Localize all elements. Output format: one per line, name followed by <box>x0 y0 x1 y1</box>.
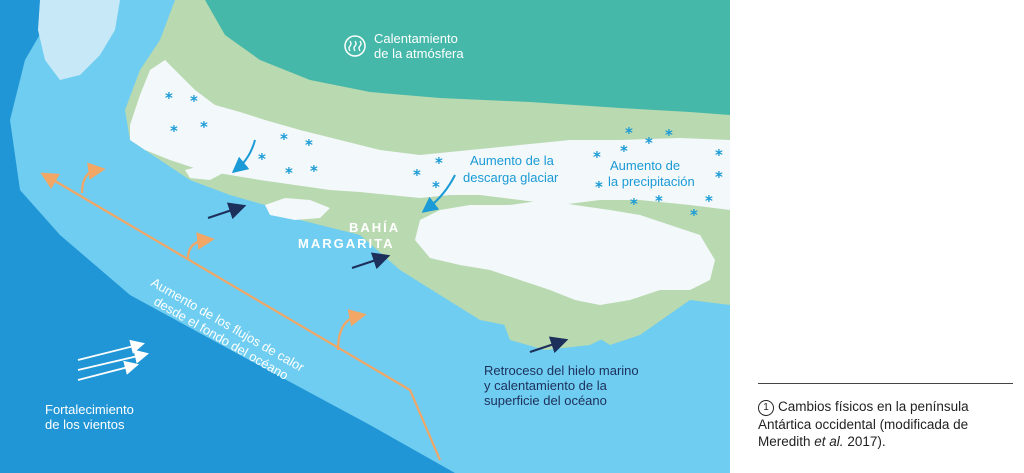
svg-text:*: * <box>655 192 663 210</box>
bay-label-line2: MARGARITA <box>298 236 394 251</box>
precip-label-line1: Aumento de <box>610 158 680 173</box>
seaice-label-line2: y calentamiento de la <box>484 378 608 393</box>
winds-label-line2: de los vientos <box>45 417 125 432</box>
heat-up-arrow-2 <box>186 232 215 259</box>
svg-text:*: * <box>595 178 603 196</box>
svg-text:*: * <box>280 130 288 148</box>
glacier-arrow-2 <box>231 139 256 174</box>
heat-up-arrow-3 <box>336 309 367 351</box>
svg-text:*: * <box>630 195 638 213</box>
ice-sheet-north <box>130 60 730 210</box>
svg-text:*: * <box>690 206 698 224</box>
heat-flux-arrowhead <box>40 172 61 190</box>
svg-text:*: * <box>593 148 601 166</box>
svg-text:*: * <box>200 118 208 136</box>
ice-floe-1 <box>265 198 330 220</box>
seaice-label-line3: superficie del océano <box>484 393 607 408</box>
current-arrow-1 <box>207 202 247 220</box>
precipitation-snowflakes: * * * * * * * * * * * * * * * * * * * * … <box>165 89 723 224</box>
svg-text:*: * <box>170 122 178 140</box>
svg-text:*: * <box>625 124 633 142</box>
caption-text-italic: et al. <box>814 434 844 449</box>
atmosphere-label-line1: Calentamiento <box>374 31 458 46</box>
atmosphere-label-line2: de la atmósfera <box>374 46 464 61</box>
atmosphere-band <box>205 0 730 115</box>
glacier-arrow-1 <box>421 174 456 213</box>
glacier-label-line1: Aumento de la <box>470 153 555 168</box>
svg-text:*: * <box>705 192 713 210</box>
ice-shelf-south <box>415 200 715 305</box>
svg-text:*: * <box>620 142 628 160</box>
svg-text:*: * <box>645 134 653 152</box>
winds-label-line1: Fortalecimiento <box>45 402 134 417</box>
heat-up-arrow-1 <box>80 162 106 194</box>
svg-text:*: * <box>435 154 443 172</box>
svg-text:*: * <box>413 166 421 184</box>
heat-flux-line <box>49 177 442 461</box>
glacier-label-line2: descarga glaciar <box>463 170 559 185</box>
svg-text:*: * <box>165 89 173 107</box>
iceberg-left <box>38 0 120 80</box>
bay-label-line1: BAHÍA <box>349 220 400 235</box>
caption-number: 1 <box>758 400 774 416</box>
svg-text:*: * <box>305 136 313 154</box>
seaice-label-line1: Retroceso del hielo marino <box>484 363 639 378</box>
svg-text:*: * <box>190 92 198 110</box>
wind-arrows <box>77 339 150 381</box>
svg-text:*: * <box>715 168 723 186</box>
antarctic-peninsula-diagram: * * * * * * * * * * * * * * * * * * * * … <box>0 0 730 473</box>
svg-text:*: * <box>432 178 440 196</box>
precip-label-line2: la precipitación <box>608 174 695 189</box>
svg-text:*: * <box>310 162 318 180</box>
caption-text-after: 2017). <box>843 434 886 449</box>
caption-text-before: Cambios físicos en la península Antártic… <box>758 399 969 449</box>
ice-floe-2 <box>185 165 225 180</box>
current-arrow-2 <box>351 252 391 270</box>
land-south-lobe <box>495 300 640 350</box>
svg-text:*: * <box>665 126 673 144</box>
svg-text:*: * <box>258 150 266 168</box>
svg-text:*: * <box>715 146 723 164</box>
current-arrow-3 <box>529 336 569 354</box>
svg-text:*: * <box>285 164 293 182</box>
heat-icon <box>344 35 366 57</box>
